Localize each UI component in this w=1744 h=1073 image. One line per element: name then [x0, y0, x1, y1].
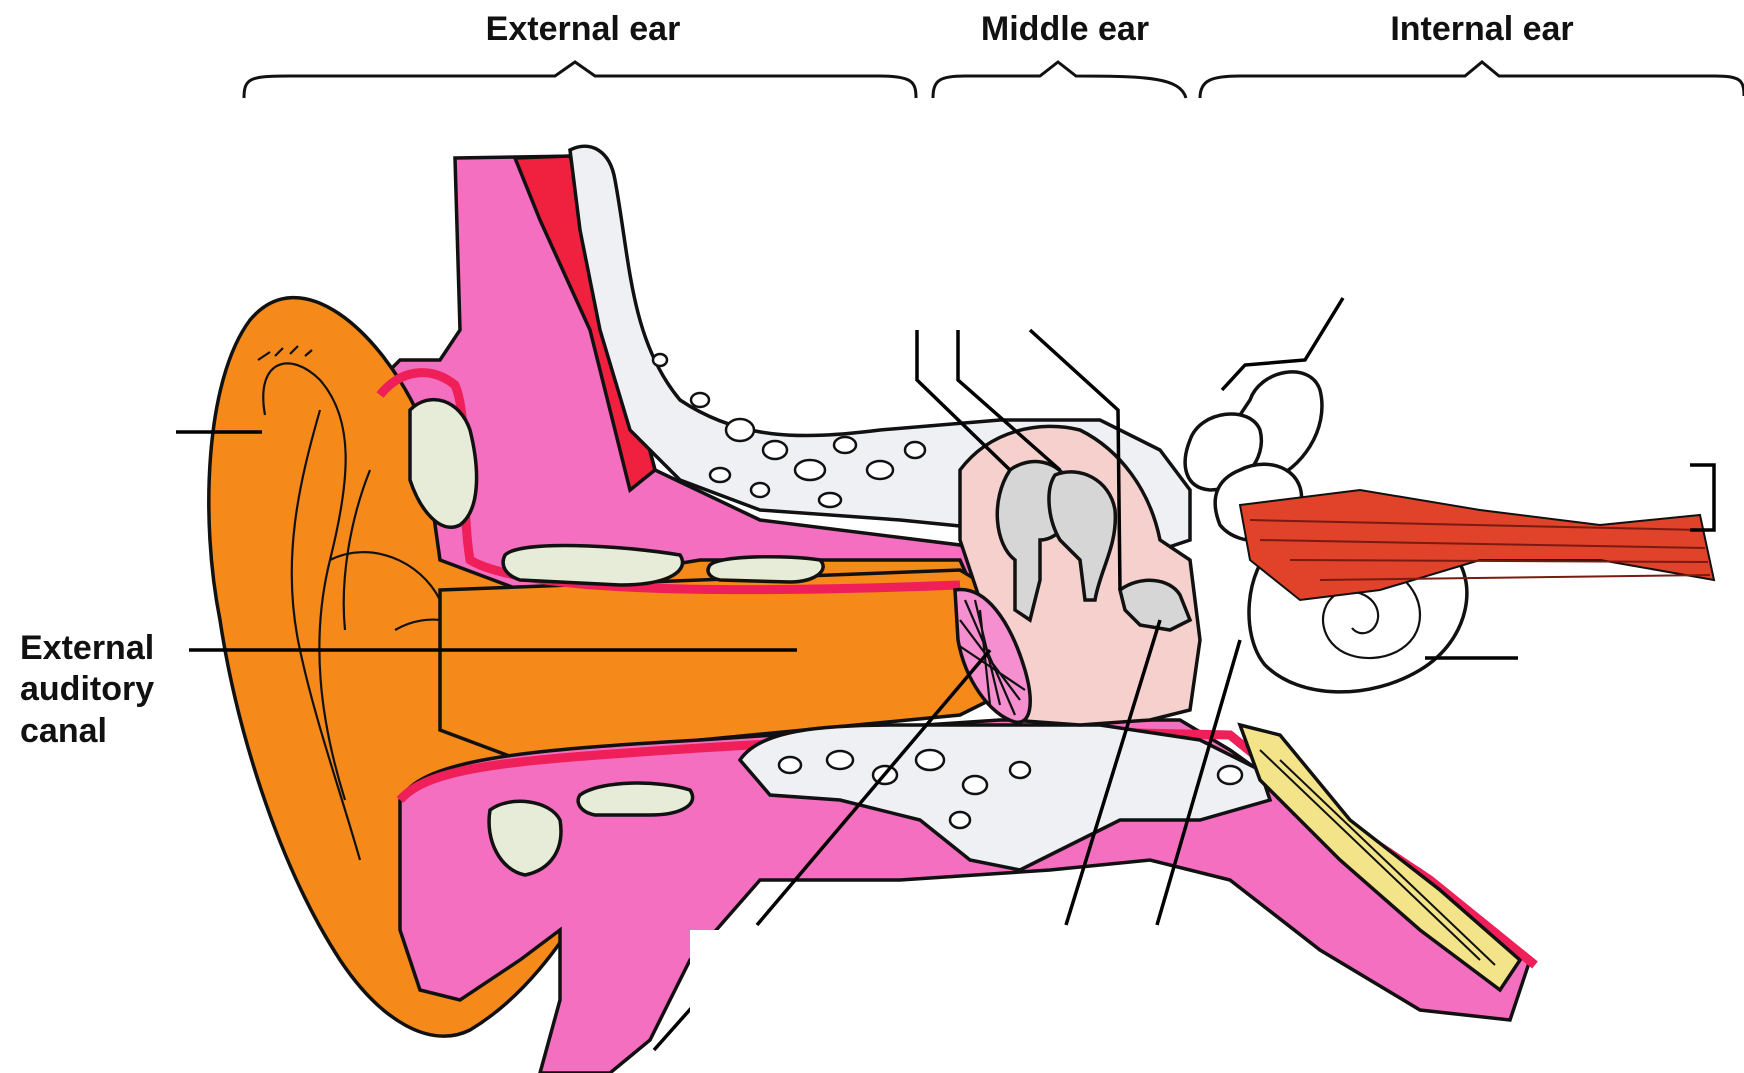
middle-ear-title: Middle ear	[981, 10, 1149, 48]
blank-label-area-bottom	[690, 930, 1205, 1073]
middle-ear-brace	[933, 62, 1186, 98]
canal-label-line-1: External	[20, 628, 154, 669]
external-ear-brace	[244, 62, 916, 98]
upper-soft-tissue	[345, 156, 1000, 615]
external-ear-title: External ear	[486, 10, 681, 48]
canal-label-line-3: canal	[20, 711, 154, 752]
canal-label-line-2: auditory	[20, 669, 154, 710]
blank-label-area-top-right	[1340, 96, 1744, 276]
section-braces	[244, 62, 1744, 98]
internal-ear-brace	[1200, 62, 1744, 98]
auditory-nerve	[1240, 490, 1714, 600]
external-auditory-canal-label: External auditory canal	[20, 628, 154, 752]
internal-ear-title: Internal ear	[1390, 10, 1573, 48]
